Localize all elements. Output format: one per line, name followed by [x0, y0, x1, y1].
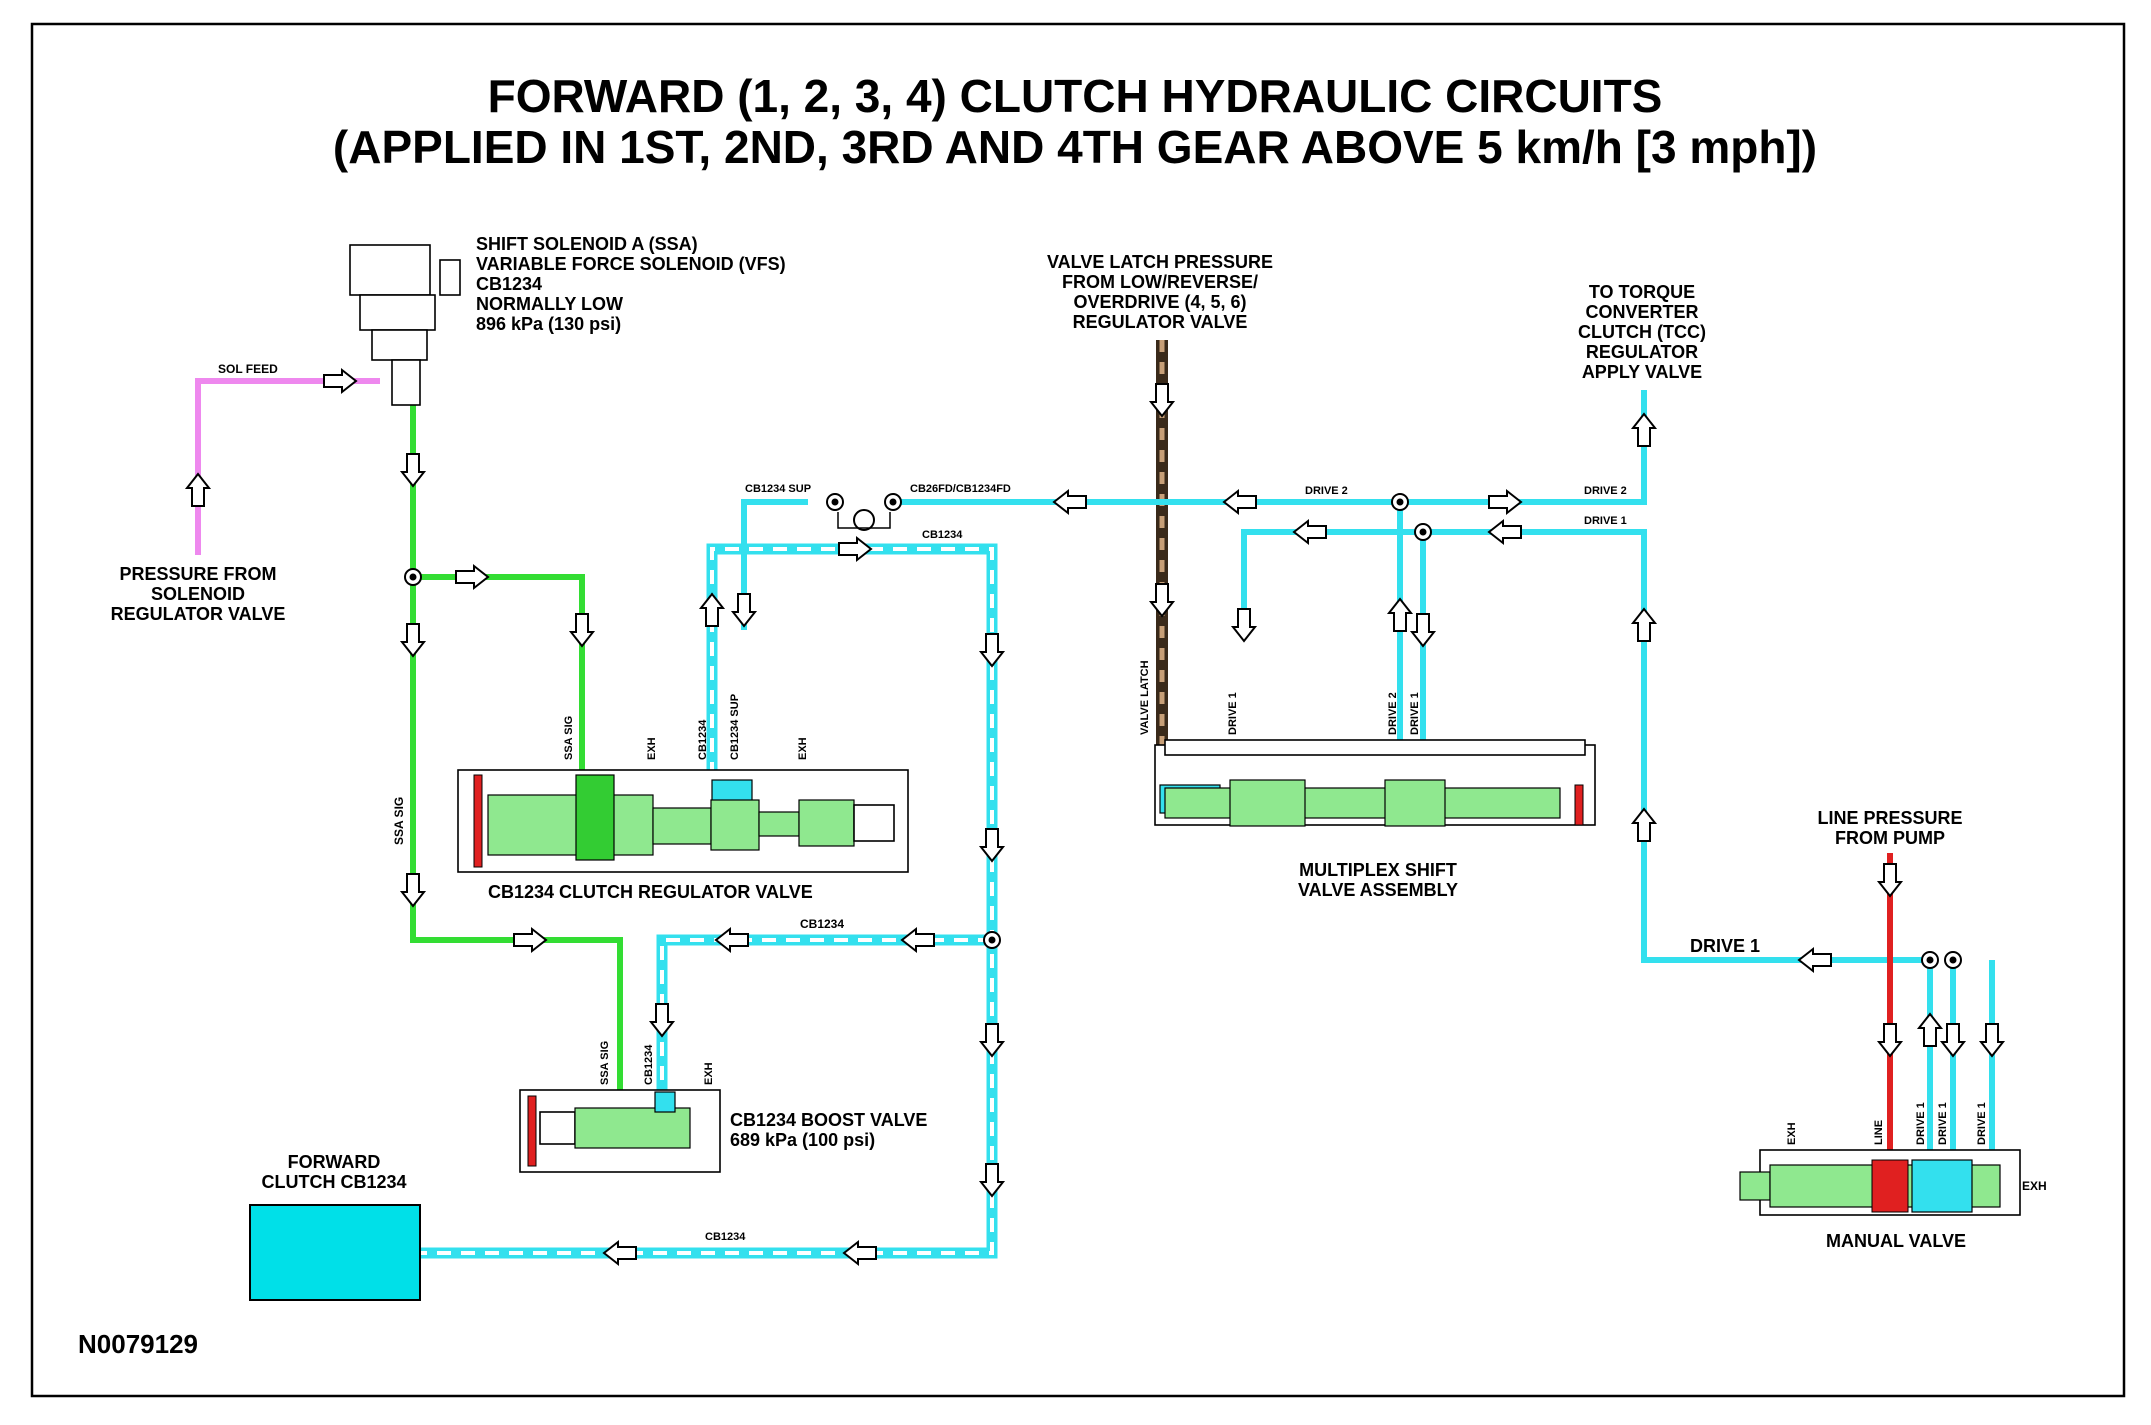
drive1-line-label: DRIVE 1 [1690, 936, 1760, 956]
valve-latch-label: VALVE LATCH PRESSURE FROM LOW/REVERSE/ O… [1047, 252, 1273, 332]
pfs-line-3: REGULATOR VALVE [111, 604, 286, 624]
vl-line-4: REGULATOR VALVE [1073, 312, 1248, 332]
reg-port-cb1234: CB1234 [697, 719, 709, 760]
solenoid-line-3: CB1234 [476, 274, 542, 294]
reg-port-exh-1: EXH [646, 737, 658, 760]
mp-port-valve-latch: VALVE LATCH [1139, 660, 1151, 735]
mv-port-drive1-b: DRIVE 1 [1937, 1102, 1949, 1145]
clutch-regulator-valve [457, 769, 909, 873]
manual-port-labels: EXH LINE DRIVE 1 DRIVE 1 DRIVE 1 [1786, 1102, 1988, 1145]
drive2-label-b: DRIVE 2 [1584, 485, 1627, 497]
vl-line-2: FROM LOW/REVERSE/ [1062, 272, 1258, 292]
manual-exh-right: EXH [2022, 1179, 2047, 1193]
forward-clutch-label: FORWARD CLUTCH CB1234 [261, 1152, 406, 1192]
bv-port-exh: EXH [703, 1062, 715, 1085]
cb1234-bottom-label: CB1234 [705, 1231, 746, 1243]
tcc-line-2: CONVERTER [1585, 302, 1698, 322]
bv-line-1: CB1234 BOOST VALVE [730, 1110, 927, 1130]
mv-port-drive1-a: DRIVE 1 [1915, 1102, 1927, 1145]
solenoid-line-2: VARIABLE FORCE SOLENOID (VFS) [476, 254, 786, 274]
cb1234-sup-label: CB1234 SUP [745, 483, 811, 495]
sol-feed-line [195, 378, 380, 555]
fc-line-1: FORWARD [288, 1152, 381, 1172]
regulator-valve-name: CB1234 CLUTCH REGULATOR VALVE [488, 882, 813, 902]
reg-port-ssa-sig: SSA SIG [563, 716, 575, 760]
multiplex-valve-name: MULTIPLEX SHIFT VALVE ASSEMBLY [1298, 860, 1458, 900]
sol-feed-label: SOL FEED [218, 362, 278, 376]
multiplex-port-labels: VALVE LATCH DRIVE 1 DRIVE 2 DRIVE 1 [1139, 660, 1421, 735]
pfs-line-1: PRESSURE FROM [119, 564, 276, 584]
mv-port-exh: EXH [1786, 1122, 1798, 1145]
mp-line-2: VALVE ASSEMBLY [1298, 880, 1458, 900]
reg-port-exh-2: EXH [797, 737, 809, 760]
tcc-line-5: APPLY VALVE [1582, 362, 1702, 382]
check-ball [837, 509, 891, 531]
outer-frame [30, 22, 2126, 1398]
mp-port-drive1-a: DRIVE 1 [1227, 692, 1239, 735]
drive2-label-a: DRIVE 2 [1305, 485, 1348, 497]
vl-line-1: VALVE LATCH PRESSURE [1047, 252, 1273, 272]
part-number: N0079129 [78, 1329, 198, 1359]
reg-port-cb1234-sup: CB1234 SUP [729, 694, 741, 760]
boost-valve-name: CB1234 BOOST VALVE 689 kPa (100 psi) [730, 1110, 927, 1150]
cb1234-mid-label: CB1234 [800, 917, 844, 931]
mp-port-drive2: DRIVE 2 [1387, 692, 1399, 735]
shift-solenoid-a [349, 244, 461, 406]
manual-valve-name: MANUAL VALVE [1826, 1231, 1966, 1251]
tcc-line-1: TO TORQUE [1589, 282, 1695, 302]
lp-line-2: FROM PUMP [1835, 828, 1945, 848]
solenoid-label: SHIFT SOLENOID A (SSA) VARIABLE FORCE SO… [476, 234, 786, 334]
solenoid-line-5: 896 kPa (130 psi) [476, 314, 621, 334]
regulator-port-labels: SSA SIG EXH CB1234 CB1234 SUP EXH [563, 694, 809, 760]
title-line-1: FORWARD (1, 2, 3, 4) CLUTCH HYDRAULIC CI… [488, 70, 1663, 122]
boost-valve [519, 1089, 721, 1173]
cb26fd-label: CB26FD/CB1234FD [910, 483, 1011, 495]
title-line-2: (APPLIED IN 1ST, 2ND, 3RD AND 4TH GEAR A… [333, 121, 1817, 173]
lp-line-1: LINE PRESSURE [1817, 808, 1962, 828]
vl-line-3: OVERDRIVE (4, 5, 6) [1073, 292, 1246, 312]
multiplex-shift-valve [1154, 739, 1596, 827]
cb1234-top-label: CB1234 [922, 529, 963, 541]
pfs-line-2: SOLENOID [151, 584, 245, 604]
mv-port-drive1-c: DRIVE 1 [1976, 1102, 1988, 1145]
tcc-line-4: REGULATOR [1586, 342, 1698, 362]
bv-port-cb1234: CB1234 [643, 1044, 655, 1085]
bv-port-ssa-sig: SSA SIG [599, 1041, 611, 1085]
ssa-sig-long-label: SSA SIG [392, 797, 406, 845]
solenoid-line-4: NORMALLY LOW [476, 294, 623, 314]
forward-clutch-box [249, 1204, 421, 1301]
boost-port-labels: SSA SIG CB1234 EXH [599, 1041, 715, 1085]
ssa-signal-line [410, 400, 623, 1115]
to-tcc-label: TO TORQUE CONVERTER CLUTCH (TCC) REGULAT… [1578, 282, 1706, 382]
line-pressure-label: LINE PRESSURE FROM PUMP [1817, 808, 1962, 848]
mp-line-1: MULTIPLEX SHIFT [1299, 860, 1457, 880]
mp-port-drive1-b: DRIVE 1 [1409, 692, 1421, 735]
mv-port-line: LINE [1873, 1120, 1885, 1145]
drive1-label-a: DRIVE 1 [1584, 515, 1627, 527]
solenoid-line-1: SHIFT SOLENOID A (SSA) [476, 234, 698, 254]
manual-valve [1739, 1149, 2021, 1216]
pressure-from-solenoid-label: PRESSURE FROM SOLENOID REGULATOR VALVE [111, 564, 286, 624]
cb1234-lines [418, 543, 998, 1259]
bv-line-2: 689 kPa (100 psi) [730, 1130, 875, 1150]
fc-line-2: CLUTCH CB1234 [261, 1172, 406, 1192]
tcc-line-3: CLUTCH (TCC) [1578, 322, 1706, 342]
